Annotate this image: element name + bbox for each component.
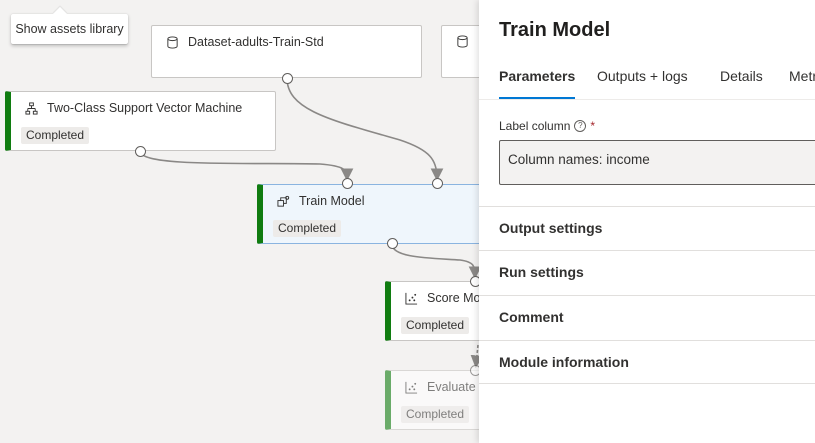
tab-metrics[interactable]: Metr (789, 68, 815, 99)
help-icon[interactable]: ? (574, 120, 587, 132)
score-node-header: Score Mod (405, 291, 487, 305)
score-node-title: Score Mod (427, 291, 488, 305)
section-output-settings[interactable]: Output settings (479, 206, 815, 250)
panel-tabs: Parameters Outputs + logs Details Metr (499, 68, 815, 100)
scatter-icon (405, 292, 418, 305)
section-run-settings[interactable]: Run settings (479, 250, 815, 294)
train-input-port-1[interactable] (342, 178, 353, 189)
train-input-port-2[interactable] (432, 178, 443, 189)
section-module-information[interactable]: Module information (479, 340, 815, 384)
tab-parameters[interactable]: Parameters (499, 68, 576, 99)
tabs-divider (479, 99, 815, 100)
database-icon (457, 35, 468, 48)
tab-details[interactable]: Details (720, 68, 763, 99)
label-column-text: Label column (499, 119, 571, 133)
scatter-icon (405, 381, 418, 394)
dataset-node[interactable]: Dataset-adults-Train-Std (151, 25, 422, 78)
module-tree-icon (25, 101, 38, 115)
status-badge: Completed (21, 127, 90, 144)
panel-title: Train Model (499, 19, 611, 41)
dataset-node-2-header (456, 35, 478, 48)
dataset-node-title: Dataset-adults-Train-Std (188, 35, 324, 49)
train-node-header: Train Model (277, 194, 365, 208)
svm-node-header: Two-Class Support Vector Machine (25, 101, 242, 115)
assets-library-tooltip: Show assets library (11, 14, 128, 44)
dataset-output-port[interactable] (282, 73, 293, 84)
section-comment[interactable]: Comment (479, 295, 815, 339)
svm-output-port[interactable] (135, 146, 146, 157)
label-column-label: Label column ? * (499, 119, 595, 133)
module-properties-panel: Train Model Parameters Outputs + logs De… (479, 0, 815, 443)
train-output-port[interactable] (387, 238, 398, 249)
evaluate-node-title: Evaluate M (427, 380, 490, 394)
tab-outputs-logs[interactable]: Outputs + logs (597, 68, 688, 99)
tooltip-text: Show assets library (15, 22, 124, 36)
required-indicator: * (590, 119, 596, 133)
svm-node[interactable]: Two-Class Support Vector Machine Complet… (5, 91, 276, 151)
evaluate-node-header: Evaluate M (405, 380, 490, 394)
label-column-selector[interactable]: Column names: income (499, 140, 815, 185)
active-tab-indicator (499, 97, 576, 99)
database-icon (167, 35, 178, 49)
train-model-node[interactable]: Train Model Completed (257, 184, 497, 244)
tab-parameters-label: Parameters (499, 68, 576, 84)
tab-outputs-logs-label: Outputs + logs (597, 68, 688, 84)
train-node-title: Train Model (299, 194, 365, 208)
tab-metrics-label: Metr (789, 68, 815, 84)
tab-details-label: Details (720, 68, 763, 84)
dataset-node-header: Dataset-adults-Train-Std (166, 35, 324, 49)
train-module-icon (277, 195, 290, 207)
svm-node-title: Two-Class Support Vector Machine (47, 101, 243, 115)
status-badge: Completed (273, 220, 342, 237)
status-badge: Completed (401, 317, 470, 334)
status-badge: Completed (401, 406, 470, 423)
